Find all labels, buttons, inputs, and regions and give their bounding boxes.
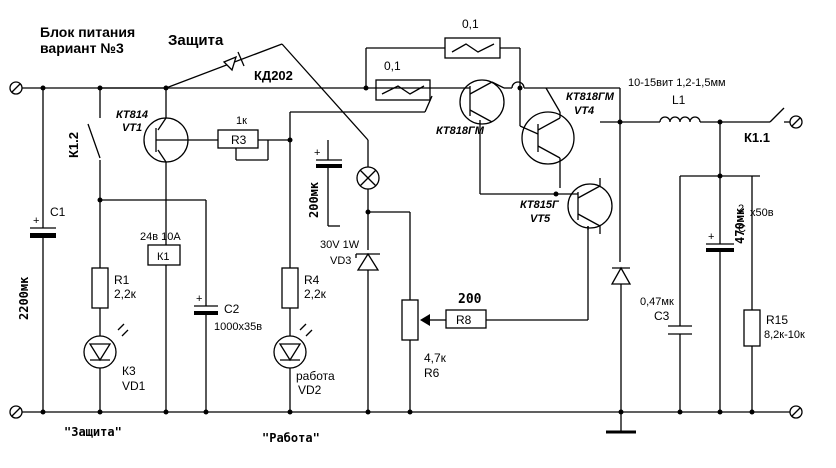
k1-name: К1 bbox=[157, 251, 170, 263]
title-line2: вариант №3 bbox=[40, 40, 124, 56]
potentiometer-r6 bbox=[401, 299, 419, 341]
vt5-type: КТ815Г bbox=[520, 199, 560, 211]
vd2-name: VD2 bbox=[298, 383, 322, 397]
shunt-2 bbox=[375, 79, 431, 101]
switch-k1-1 bbox=[760, 107, 790, 123]
r1-name: R1 bbox=[114, 273, 130, 287]
r6-value: 4,7к bbox=[424, 351, 447, 365]
resistor-r3 bbox=[217, 129, 259, 149]
r15-value: 8,2к-10к bbox=[764, 329, 805, 341]
c-lamp-plus: + bbox=[314, 147, 320, 159]
resistor-r4 bbox=[281, 267, 299, 309]
k1-2-label: К1.2 bbox=[66, 132, 81, 158]
r4-value: 2,2к bbox=[304, 287, 327, 301]
c1-value: 2200мк bbox=[17, 276, 31, 320]
c4-plus: + bbox=[708, 231, 714, 243]
vt2-type: КТ818ГМ bbox=[436, 125, 485, 137]
c2-name: C2 bbox=[224, 302, 240, 316]
r8-name: R8 bbox=[456, 313, 472, 327]
r1-value: 2,2к bbox=[114, 287, 137, 301]
c3-name: C3 bbox=[654, 309, 670, 323]
k1-rating: 24в 10А bbox=[140, 231, 181, 243]
switch-k1-2 bbox=[87, 88, 101, 200]
vd1-name: VD1 bbox=[122, 379, 146, 393]
vd3-name: VD3 bbox=[330, 255, 351, 267]
transistor-vt2 bbox=[430, 79, 556, 195]
c4-name-partial: С bbox=[738, 223, 746, 235]
r8-value: 200 bbox=[458, 292, 482, 307]
r6-name: R6 bbox=[424, 366, 440, 380]
vd1-color: К3 bbox=[122, 364, 136, 378]
title-line1: Блок питания bbox=[40, 24, 135, 40]
r3-name: R3 bbox=[231, 133, 247, 147]
zener-vd3 bbox=[355, 252, 380, 412]
svg-text:+: + bbox=[33, 215, 39, 227]
ground-symbol bbox=[606, 412, 636, 434]
vt1-type: КТ814 bbox=[116, 109, 148, 121]
vd3-rating: 30V 1W bbox=[320, 239, 360, 251]
vt4-name: VT4 bbox=[574, 105, 594, 117]
diode-output bbox=[610, 266, 632, 412]
diode-kd202-label: КД202 bbox=[254, 68, 293, 83]
inductor-l1 bbox=[659, 116, 760, 123]
protection-title: Защита bbox=[168, 32, 224, 49]
r15-name: R15 bbox=[766, 313, 788, 327]
r3-value: 1к bbox=[236, 115, 247, 127]
c4-rating: х50в bbox=[750, 207, 774, 219]
resistor-r1 bbox=[91, 267, 109, 309]
vd2-label: работа bbox=[296, 369, 335, 383]
relay-k1 bbox=[147, 244, 181, 266]
led-vd2 bbox=[273, 323, 313, 412]
c3-value: 0,47мк bbox=[640, 296, 674, 308]
capacitor-c1: + bbox=[30, 88, 56, 412]
resistor-r15 bbox=[743, 309, 761, 347]
c4-value: 470мк bbox=[733, 207, 747, 244]
protect-diagonal-2 bbox=[281, 43, 369, 141]
l1-spec: 10-15вит 1,2-1,5мм bbox=[628, 77, 726, 89]
k1-1-label: К1.1 bbox=[744, 130, 770, 145]
shunt-1-value: 0,1 bbox=[462, 17, 479, 31]
transistor-vt5 bbox=[556, 178, 613, 234]
led-vd1 bbox=[83, 323, 129, 412]
c2-plus: + bbox=[196, 293, 202, 305]
resistor-r8 bbox=[445, 309, 487, 329]
r4-name: R4 bbox=[304, 273, 320, 287]
c-lamp-value: 200мк bbox=[307, 181, 321, 218]
vt4-type: КТ818ГМ bbox=[566, 91, 615, 103]
c1-name: C1 bbox=[50, 205, 66, 219]
output-terminal-bottom bbox=[789, 405, 803, 419]
shunt-2-value: 0,1 bbox=[384, 59, 401, 73]
label-protect: "Защита" bbox=[64, 425, 122, 439]
c2-value: 1000х35в bbox=[214, 321, 262, 333]
l1-name: L1 bbox=[672, 93, 686, 107]
shunt-1 bbox=[444, 37, 501, 59]
input-terminal-top bbox=[9, 81, 23, 95]
junction-dots bbox=[40, 85, 755, 415]
transistor-vt1 bbox=[100, 87, 218, 245]
diode-kd202 bbox=[222, 51, 245, 72]
protect-diagonal-1 bbox=[165, 43, 283, 89]
vt5-name: VT5 bbox=[530, 213, 551, 225]
lamp bbox=[356, 166, 380, 190]
vt1-name: VT1 bbox=[122, 122, 142, 134]
input-terminal-bottom bbox=[9, 405, 23, 419]
c4-mark: 2 bbox=[738, 203, 744, 215]
label-work: "Работа" bbox=[262, 431, 320, 445]
transistor-vt4 bbox=[519, 80, 575, 188]
